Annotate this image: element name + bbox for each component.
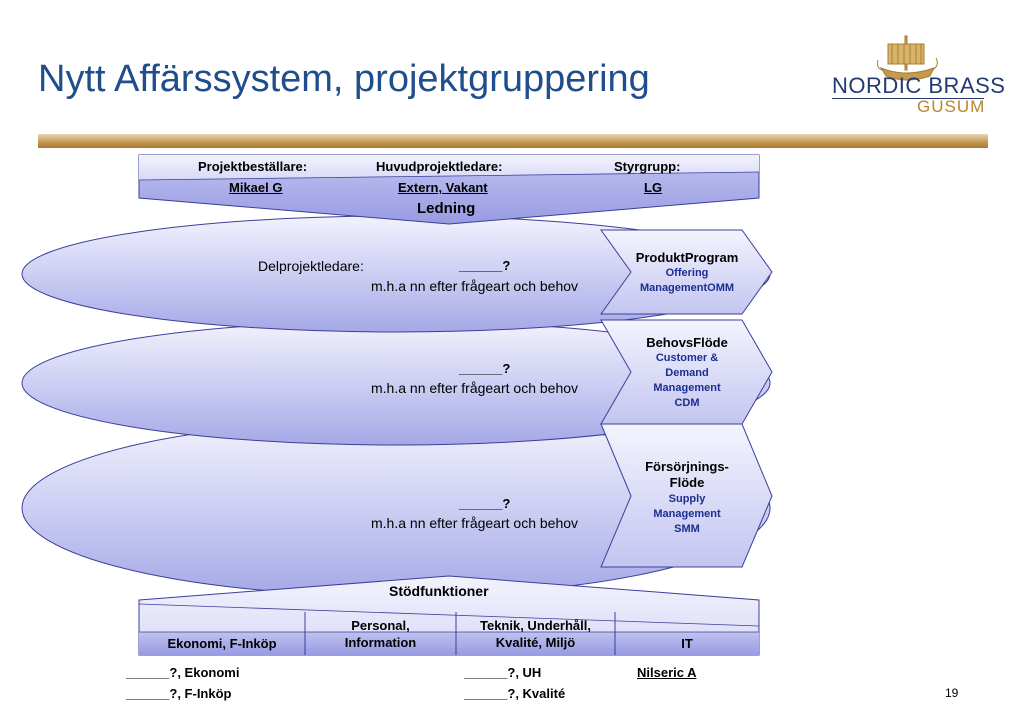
footer-right-1: Nilseric A (637, 665, 697, 680)
ledning-name-2: Extern, Vakant (398, 180, 488, 195)
ledning-role-3: Styrgrupp: (614, 159, 681, 174)
flow-3-title-2: Flöde (669, 475, 705, 490)
stod-box-4: IT (681, 636, 693, 651)
logo-text-primary: NORDIC BRASS (832, 73, 1006, 98)
footer-left-1: ______?, Ekonomi (126, 665, 240, 680)
ellipse-2-note: m.h.a nn efter frågeart och behov (371, 380, 579, 396)
ellipse-3-note: m.h.a nn efter frågeart och behov (371, 515, 579, 531)
flow-3-sub2: Management (653, 508, 721, 520)
ellipse-1-note: m.h.a nn efter frågeart och behov (371, 278, 579, 294)
chevron-shape-3 (600, 423, 773, 568)
footer-mid-1: ______?, UH (464, 665, 542, 680)
ledning-label: Ledning (417, 200, 476, 217)
delprojektledare-label: Delprojektledare: (258, 258, 364, 274)
stod-label: Stödfunktioner (389, 583, 489, 599)
flow-3-sub3: SMM (674, 523, 700, 535)
ledning-role-2: Huvudprojektledare: (376, 159, 503, 174)
page-number: 19 (945, 686, 959, 700)
page-title: Nytt Affärssystem, projektgruppering (38, 58, 650, 100)
header-divider (38, 134, 988, 148)
flow-2-sub4: CDM (674, 397, 700, 409)
flow-1-sub2: ManagementOMM (639, 282, 735, 294)
footer-left-2: ______?, F-Inköp (126, 686, 232, 701)
stod-box-2-line2: Information (344, 635, 417, 650)
stod-box-3-line1: Teknik, Underhåll, (479, 618, 591, 633)
footer-mid-2: ______?, Kvalité (464, 686, 566, 701)
flow-1-sub1: Offering (665, 267, 709, 279)
flow-2-sub1: Customer & (655, 352, 719, 364)
viking-ship-icon (877, 35, 938, 81)
ellipse-2-blank: ______? (459, 361, 511, 376)
ellipse-3-blank: ______? (459, 496, 511, 511)
logo-rule (832, 98, 984, 99)
stod-box-2-line1: Personal, (351, 618, 410, 633)
flow-2-title: BehovsFlöde (646, 335, 728, 350)
stod-box-1: Ekonomi, F-Inköp (167, 636, 277, 651)
stod-box-3-line2: Kvalité, Miljö (495, 635, 576, 650)
flow-3-title-1: Försörjnings- (645, 459, 729, 474)
ledning-name-3: LG (644, 180, 663, 195)
logo-text-secondary: GUSUM (917, 97, 986, 116)
chevron-shape-1 (600, 229, 773, 315)
flow-2-sub3: Management (653, 382, 721, 394)
ellipse-1-blank: ______? (459, 258, 511, 273)
flow-3-sub1: Supply (668, 493, 706, 505)
ledning-role-1: Projektbeställare: (198, 159, 308, 174)
flow-2-sub2: Demand (665, 367, 709, 379)
ledning-name-1: Mikael G (229, 180, 283, 195)
flow-1-title: ProduktProgram (635, 250, 739, 265)
